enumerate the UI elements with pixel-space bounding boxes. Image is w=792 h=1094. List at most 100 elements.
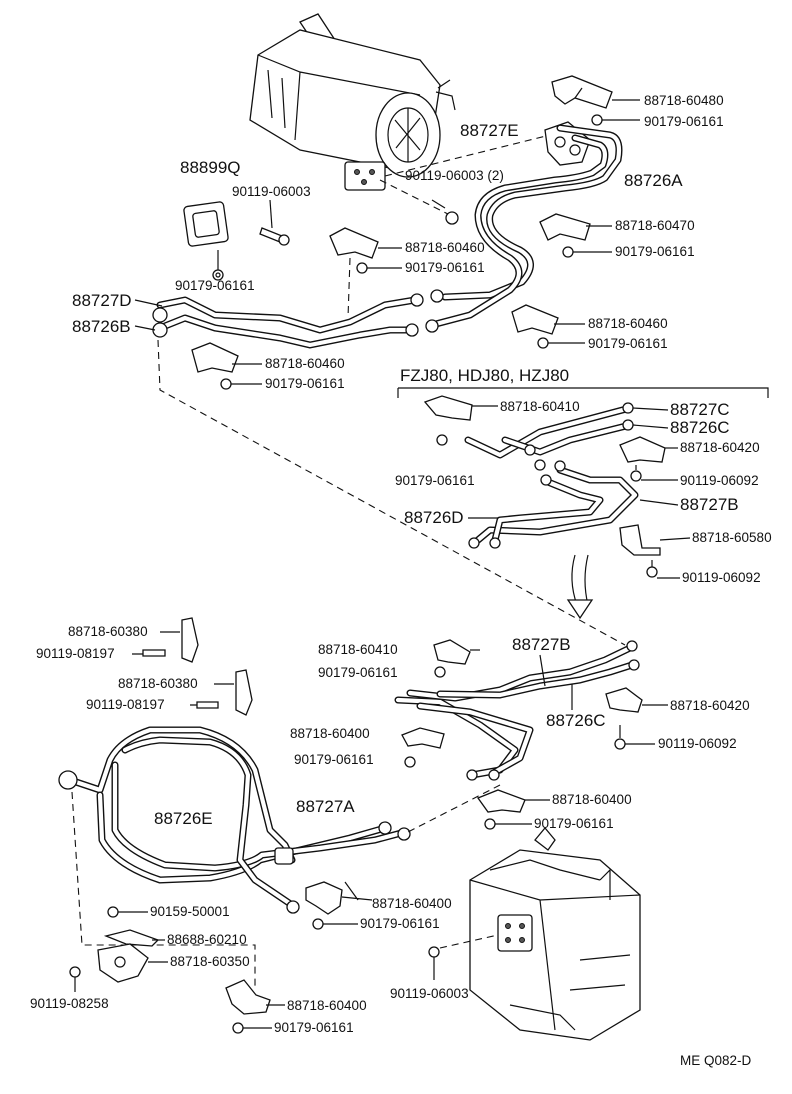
bracket-icon <box>103 929 160 947</box>
arrow-icon <box>566 554 594 620</box>
part-label: 90179-06161 <box>360 916 440 931</box>
part-label: 88718-60350 <box>170 954 250 969</box>
bolt-icon <box>614 725 626 750</box>
part-label: 90179-06161 <box>395 473 475 488</box>
part-label: 88727B <box>512 635 571 654</box>
part-label: 88899Q <box>180 158 241 177</box>
part-label: 88718-60580 <box>692 530 772 545</box>
bolt-icon <box>107 906 119 918</box>
part-label: 90119-08258 <box>30 996 109 1011</box>
clamp-icon <box>619 436 666 463</box>
part-label: 90119-06092 <box>658 736 737 751</box>
part-label: 88718-60420 <box>670 698 750 713</box>
part-label: 88718-60480 <box>644 93 724 108</box>
part-label: 88727A <box>296 797 355 816</box>
part-label: 88727D <box>72 291 132 310</box>
part-label: 90179-06161 <box>265 376 345 391</box>
part-label: 90179-06161 <box>318 665 398 680</box>
fitting-icon <box>58 770 411 914</box>
bolt-icon <box>142 649 219 709</box>
part-label: 88718-60460 <box>265 356 345 371</box>
bolt-icon <box>428 946 440 980</box>
part-label: 88718-60380 <box>68 624 148 639</box>
part-label: 90179-06161 <box>274 1020 354 1035</box>
part-label: 90179-06161 <box>405 260 485 275</box>
clamp-icon <box>551 75 613 109</box>
part-label: 90179-06161 <box>534 816 614 831</box>
drawing-code: ME Q082-D <box>680 1053 752 1068</box>
nut-icon <box>436 434 448 446</box>
part-label: 90119-06092 <box>680 473 759 488</box>
clamp-icon <box>97 943 149 983</box>
blower-unit <box>249 13 456 191</box>
nut-icon <box>356 262 368 274</box>
nut-icon <box>537 337 549 349</box>
part-label: 88726D <box>404 508 464 527</box>
nut-icon <box>562 246 574 258</box>
fitting-icon <box>468 402 634 549</box>
grommet-icon <box>183 201 229 247</box>
part-label: 90179-06161 <box>588 336 668 351</box>
bolt-icon <box>431 199 459 225</box>
part-label: 88718-60400 <box>287 998 367 1013</box>
part-label: 88727C <box>670 400 730 419</box>
label-group: 88718-60480 90179-06161 88727E 88726A 90… <box>30 93 772 1068</box>
clamp-icon <box>305 881 343 915</box>
clamp-icon <box>433 639 471 665</box>
clamp-icon <box>329 227 379 259</box>
part-label: 90159-50001 <box>150 904 230 919</box>
pipe-88727A <box>66 726 409 909</box>
fitting-icon <box>466 640 640 781</box>
part-label: 88718-60420 <box>680 440 760 455</box>
clamp-icon <box>191 342 239 373</box>
part-label: 90119-06092 <box>682 570 761 585</box>
part-label: 88688-60210 <box>167 932 247 947</box>
pipe-88726A <box>428 124 623 329</box>
fitting-icon <box>152 289 444 338</box>
nut-icon <box>220 378 232 390</box>
nut-icon <box>484 818 496 830</box>
part-label: 88727E <box>460 121 519 140</box>
clamp-icon <box>225 979 271 1015</box>
bolt-icon <box>259 227 290 246</box>
part-label: 88718-60460 <box>588 316 668 331</box>
part-label: 88726A <box>624 171 683 190</box>
part-label: 88718-60400 <box>552 792 632 807</box>
part-label: 88718-60400 <box>290 726 370 741</box>
part-label: 88718-60400 <box>372 896 452 911</box>
bolt-icon <box>630 465 642 482</box>
part-label: 88727B <box>680 495 739 514</box>
clamp-icon <box>511 304 559 335</box>
clamp-icon <box>181 617 253 716</box>
part-label: 88718-60470 <box>615 218 695 233</box>
nut-icon <box>312 918 324 930</box>
clamp-icon <box>401 727 445 749</box>
nut-icon <box>232 1022 244 1034</box>
pipe-88727D <box>156 296 419 349</box>
part-label: 88718-60410 <box>500 399 580 414</box>
part-label: 88726E <box>154 809 213 828</box>
part-label: 88718-60460 <box>405 240 485 255</box>
part-label: 88726C <box>546 711 606 730</box>
part-label: 90179-06161 <box>175 278 255 293</box>
bolt-icon <box>646 560 658 578</box>
clamp-icon <box>619 524 661 556</box>
part-label: 90119-06003 (2) <box>405 168 504 183</box>
part-label: 90119-06003 <box>390 986 469 1001</box>
part-label: 88726B <box>72 317 131 336</box>
clamp-icon <box>605 687 643 713</box>
nut-icon <box>434 666 446 678</box>
part-label: 88718-60410 <box>318 642 398 657</box>
part-label: 88726C <box>670 418 730 437</box>
heater-unit <box>469 826 641 1041</box>
pipe-88727C <box>464 404 639 544</box>
part-label: 90179-06161 <box>294 752 374 767</box>
part-label: 90179-06161 <box>615 244 695 259</box>
nut-icon <box>591 114 603 126</box>
bolt-icon <box>69 966 81 992</box>
clamp-icon <box>476 789 526 813</box>
part-label: 90119-08197 <box>86 697 165 712</box>
clamp-icon <box>423 395 473 421</box>
part-label: 90119-06003 <box>232 184 311 199</box>
part-label: 90119-08197 <box>36 646 115 661</box>
